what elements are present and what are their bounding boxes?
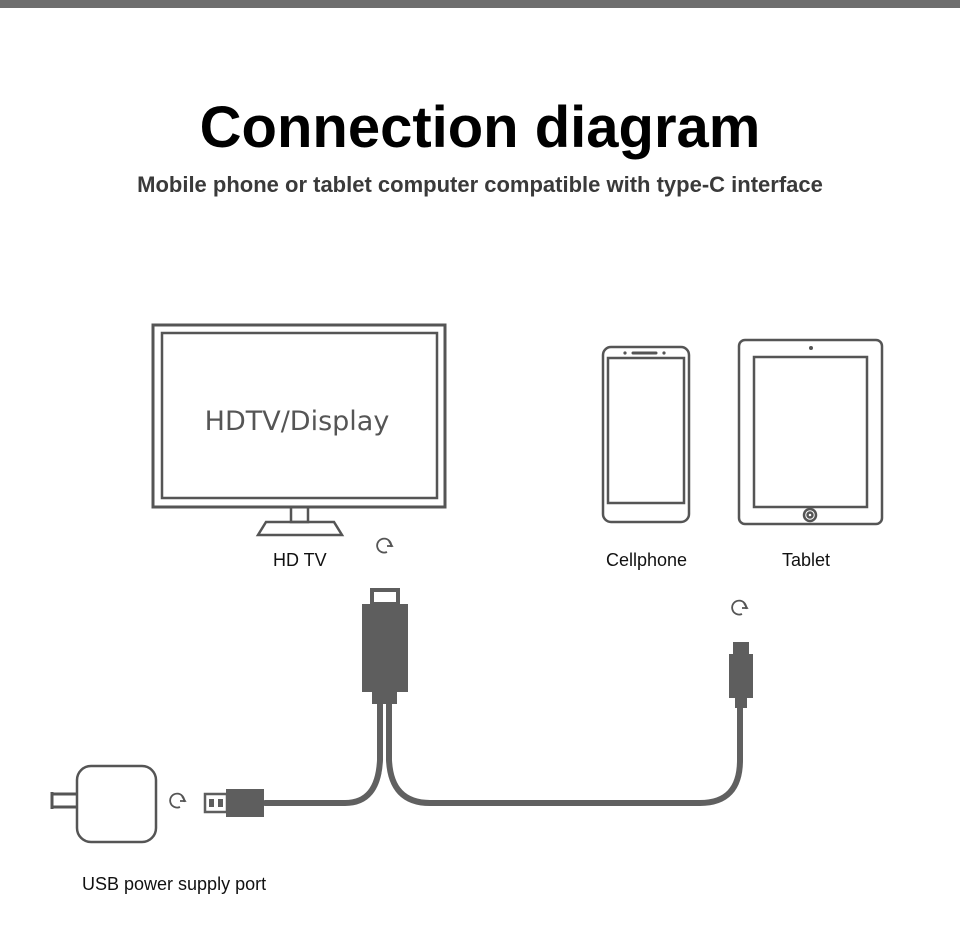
tablet-icon: [737, 338, 884, 526]
rotate-arrow-icon: [376, 537, 394, 554]
hd-tv-label: HD TV: [273, 550, 327, 570]
top-bar: [0, 0, 960, 8]
cable: [262, 697, 743, 806]
usb-power-supply-label: USB power supply port: [82, 874, 267, 894]
page-title: Connection diagram: [199, 95, 761, 160]
tablet-label: Tablet: [782, 550, 831, 570]
usb-c-connector-icon: [729, 642, 753, 708]
power-adapter-icon: [50, 764, 158, 844]
hdmi-connector-icon: [362, 588, 408, 704]
page-subtitle: Mobile phone or tablet computer compatib…: [137, 172, 823, 197]
usb-a-connector-icon: [203, 789, 264, 817]
rotate-arrow-icon: [169, 792, 187, 809]
tv-icon: [151, 323, 447, 537]
smartphone-icon: [601, 345, 691, 524]
tv-screen-text: HDTV/Display: [205, 406, 390, 437]
cellphone-label: Cellphone: [606, 550, 688, 570]
rotate-arrow-icon: [731, 599, 749, 616]
